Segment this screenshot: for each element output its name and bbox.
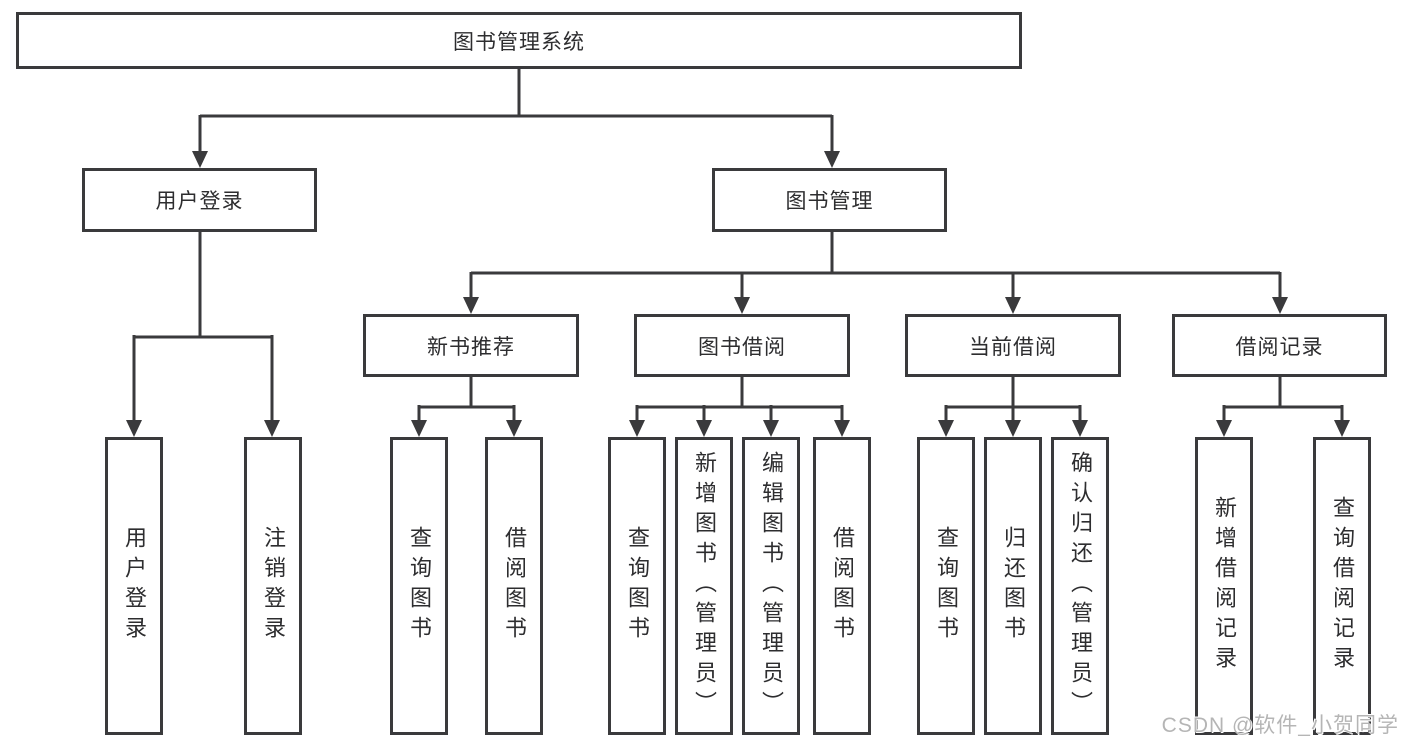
- node-borrow-record: 借阅记录: [1172, 314, 1387, 377]
- leaf-borrow-borrow-book: 借阅图书: [813, 437, 871, 735]
- leaf-current-return-book: 归还图书: [984, 437, 1042, 735]
- watermark: CSDN @软件_小贺同学: [1161, 714, 1399, 737]
- leaf-borrow-edit-book-admin: 编辑图书（管理员）: [742, 437, 800, 735]
- node-new-book-recommend: 新书推荐: [363, 314, 579, 377]
- leaf-record-add-record: 新增借阅记录: [1195, 437, 1253, 735]
- leaf-borrow-query-book: 查询图书: [608, 437, 666, 735]
- leaf-newbook-query-book: 查询图书: [390, 437, 448, 735]
- node-book-management: 图书管理: [712, 168, 947, 232]
- node-book-borrow: 图书借阅: [634, 314, 850, 377]
- leaf-logout: 注销登录: [244, 437, 302, 735]
- leaf-current-query-book: 查询图书: [917, 437, 975, 735]
- tree-edges: [132, 69, 1344, 422]
- node-current-borrow: 当前借阅: [905, 314, 1121, 377]
- leaf-user-login: 用户登录: [105, 437, 163, 735]
- node-user-login: 用户登录: [82, 168, 317, 232]
- leaf-current-confirm-return-admin: 确认归还（管理员）: [1051, 437, 1109, 735]
- leaf-newbook-borrow-book: 借阅图书: [485, 437, 543, 735]
- node-root-title: 图书管理系统: [16, 12, 1022, 69]
- leaf-record-query-record: 查询借阅记录: [1313, 437, 1371, 735]
- leaf-borrow-add-book-admin: 新增图书（管理员）: [675, 437, 733, 735]
